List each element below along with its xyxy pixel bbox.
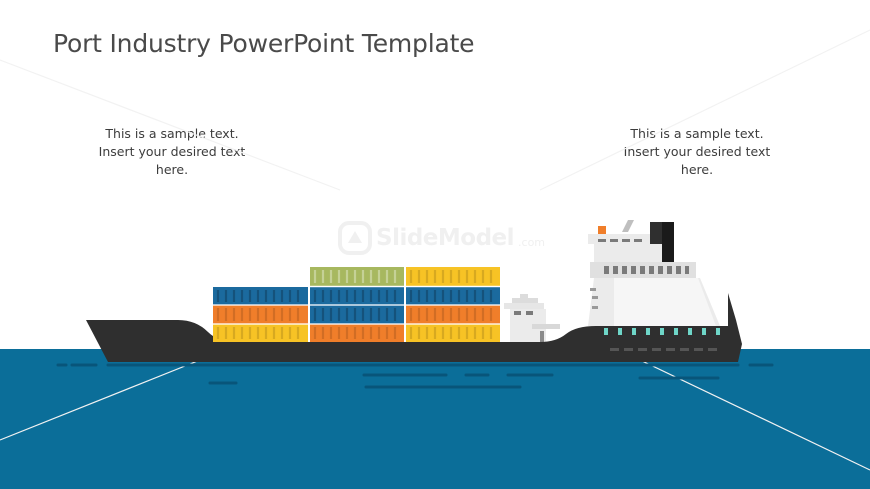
watermark-suffix: .com bbox=[518, 235, 546, 249]
right-callout-line-3: here. bbox=[680, 162, 714, 177]
water-lines bbox=[56, 363, 774, 389]
cargo-containers bbox=[213, 267, 500, 342]
ship-hull bbox=[86, 293, 742, 362]
slidemodel-logo-icon bbox=[338, 221, 372, 255]
left-callout-line-3: here. bbox=[155, 162, 189, 177]
right-callout-line-2: Insert your desired text bbox=[623, 144, 771, 159]
sea-background bbox=[0, 349, 870, 489]
slide-title[interactable]: Port Industry PowerPoint Template bbox=[53, 29, 475, 58]
watermark-text: SlideModel bbox=[376, 225, 515, 251]
left-callout-line-2: Insert your desired text bbox=[98, 144, 246, 159]
forward-cabin bbox=[504, 294, 560, 343]
ship-bridge bbox=[588, 220, 720, 326]
left-callout-text[interactable]: This is a sample text. Insert your desir… bbox=[72, 125, 272, 179]
left-callout-line-1: This is a sample text. bbox=[105, 126, 239, 141]
slidemodel-watermark: SlideModel .com bbox=[338, 218, 545, 258]
